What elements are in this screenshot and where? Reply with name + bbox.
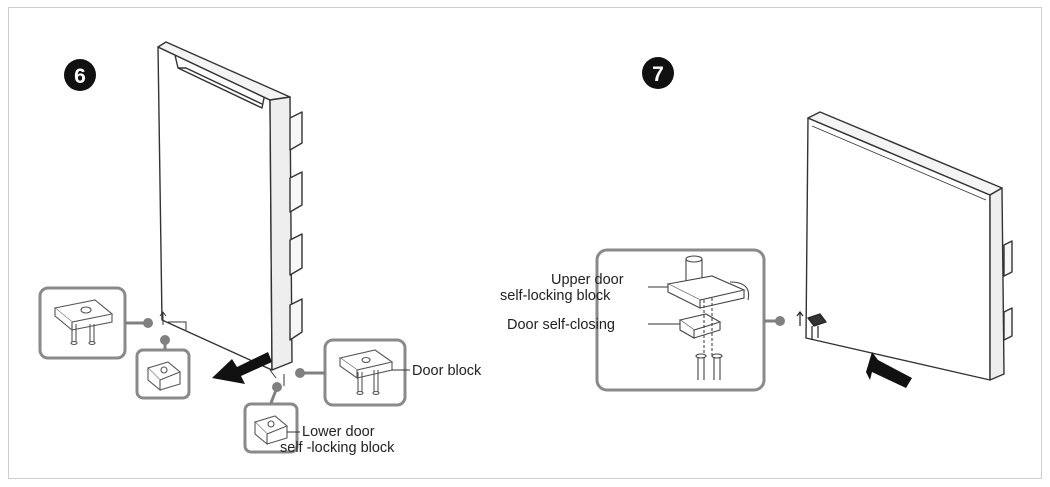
label-upper-door-line1: Upper door: [551, 272, 624, 288]
step-7-number: 7: [652, 63, 664, 86]
step-7-badge: 7: [642, 57, 674, 89]
callout-lower-lock: [243, 382, 300, 454]
step-6-badge: 6: [64, 59, 96, 91]
door-step-7: [805, 111, 1013, 381]
label-lower-door-line1: Lower door: [302, 424, 375, 440]
label-upper-door-line2: self-locking block: [500, 288, 611, 304]
callout-door-block: [295, 338, 410, 407]
hinge-detail-icon: [796, 311, 827, 340]
callout-upper-lock: [595, 248, 785, 392]
label-door-block: Door block: [412, 363, 482, 379]
push-arrow-icon: [212, 352, 272, 384]
label-door-self-closing: Door self-closing: [507, 317, 615, 333]
label-lower-door-line2: self -locking block: [280, 440, 395, 456]
door-step-6: [157, 41, 303, 386]
callout-lower-lock-left: [135, 335, 191, 400]
step-6-number: 6: [74, 65, 86, 88]
callout-hinge-plate-left: [38, 286, 153, 360]
push-arrow-icon-step-7: [866, 352, 912, 388]
